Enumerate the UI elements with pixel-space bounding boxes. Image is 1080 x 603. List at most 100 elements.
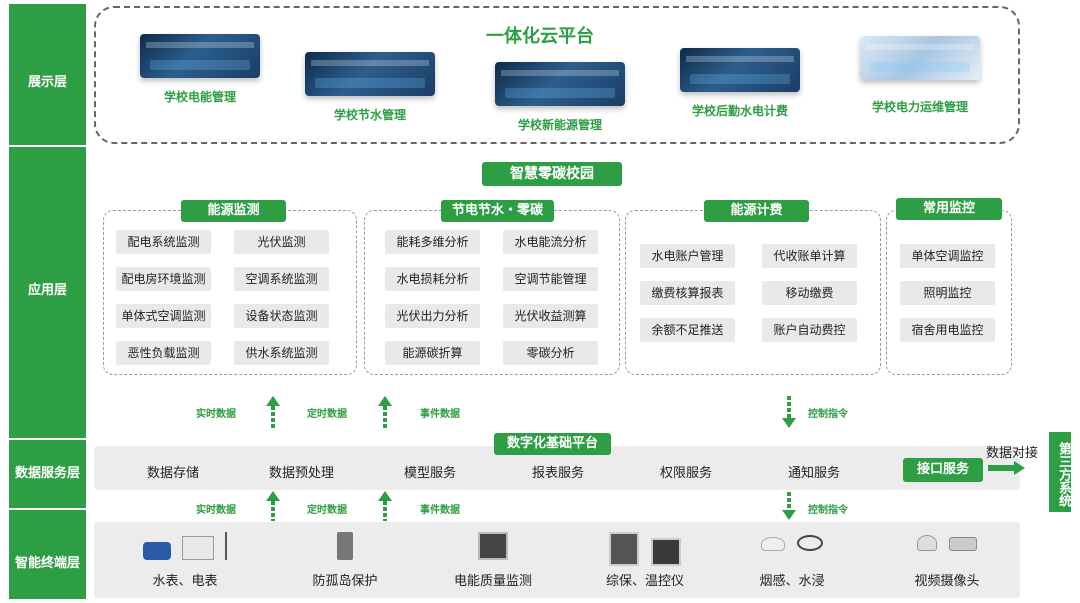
dashboard-screen-image [495, 62, 625, 106]
panel-title: 常用监控 [896, 198, 1002, 220]
arrow-shaft [271, 406, 275, 430]
terminal-item-label: 烟感、水浸 [759, 574, 825, 589]
terminal-bar [94, 522, 1020, 598]
arrow-shaft [271, 501, 275, 521]
function-cell: 零碳分析 [503, 341, 598, 365]
bullet-camera-icon [948, 537, 977, 551]
function-cell: 供水系统监测 [234, 341, 329, 365]
function-cell: 光伏出力分析 [385, 304, 480, 328]
function-cell: 空调系统监测 [234, 267, 329, 291]
layer-divider [9, 145, 86, 147]
function-cell: 恶性负载监测 [116, 341, 211, 365]
smoke-detector-icon [761, 537, 786, 551]
electric-meter-icon [182, 536, 214, 560]
terminal-item-label: 电能质量监测 [453, 574, 532, 589]
cloud-platform-title: 一体化云平台 [486, 26, 594, 47]
dashboard-screen-image [860, 36, 980, 80]
layer-bar: 展示层 应用层 数据服务层 智能终端层 [9, 4, 86, 599]
function-cell: 能耗多维分析 [385, 230, 480, 254]
down-arrow-icon [782, 510, 796, 520]
function-cell: 账户自动费控 [762, 318, 857, 342]
service-item: 通知服务 [788, 466, 841, 481]
terminal-item-label: 防孤岛保护 [312, 574, 378, 589]
water-meter-icon [142, 542, 171, 560]
layer-label-data-service: 数据服务层 [14, 466, 80, 481]
function-cell: 水电损耗分析 [385, 267, 480, 291]
layer-label-terminal: 智能终端层 [14, 556, 80, 571]
relay-protection-icon [609, 532, 640, 566]
up-arrow-icon [266, 491, 280, 501]
smart-campus-title: 智慧零碳校园 [482, 162, 622, 186]
display-item-label: 学校新能源管理 [517, 118, 602, 132]
function-cell: 代收账单计算 [762, 244, 857, 268]
service-item: 权限服务 [660, 466, 713, 481]
arrow-label-event: 事件数据 [420, 505, 460, 516]
service-item: 报表服务 [532, 466, 585, 481]
power-quality-meter-icon [478, 532, 508, 560]
arrow-label-control: 控制指令 [808, 505, 848, 516]
third-party-system: 第三方系统 [1049, 432, 1071, 512]
function-cell: 移动缴费 [762, 281, 857, 305]
arrow-shaft [787, 492, 791, 510]
panel-title: 能源计费 [704, 200, 809, 222]
down-arrow-icon [782, 418, 796, 428]
arrow-label-realtime: 实时数据 [196, 409, 236, 420]
function-cell: 光伏收益测算 [503, 304, 598, 328]
water-leak-sensor-icon [796, 535, 823, 551]
protection-device-icon [337, 532, 353, 560]
function-cell: 余额不足推送 [640, 318, 735, 342]
function-cell: 宿舍用电监控 [900, 318, 995, 342]
layer-label-display: 展示层 [27, 75, 67, 90]
display-layer-box [94, 6, 1020, 144]
terminal-item-label: 水表、电表 [152, 574, 218, 589]
antenna-icon [225, 532, 228, 560]
display-item-label: 学校电能管理 [163, 90, 236, 104]
function-cell: 照明监控 [900, 281, 995, 305]
arrow-label-control: 控制指令 [808, 409, 848, 420]
display-item-water: 学校节水管理 [285, 52, 455, 123]
arrow-shaft [383, 406, 387, 430]
display-item-new-energy: 学校新能源管理 [475, 62, 645, 133]
function-cell: 单体式空调监测 [116, 304, 211, 328]
arrow-label-scheduled: 定时数据 [307, 505, 347, 516]
up-arrow-icon [378, 491, 392, 501]
service-item: 数据预处理 [269, 466, 335, 481]
interface-service: 接口服务 [903, 458, 983, 482]
right-arrow-icon [1014, 461, 1025, 475]
arrow-label-event: 事件数据 [420, 409, 460, 420]
terminal-item-protection-thermostat: 综保、温控仪 [580, 532, 710, 589]
function-cell: 水电账户管理 [640, 244, 735, 268]
digital-platform-title: 数字化基础平台 [494, 433, 611, 455]
function-cell: 能源碳折算 [385, 341, 480, 365]
function-cell: 配电房环境监测 [116, 267, 211, 291]
function-cell: 单体空调监控 [900, 244, 995, 268]
display-item-electricity: 学校电能管理 [115, 34, 285, 105]
function-cell: 水电能流分析 [503, 230, 598, 254]
function-cell: 空调节能管理 [503, 267, 598, 291]
terminal-item-meters: 水表、电表 [120, 532, 250, 589]
up-arrow-icon [378, 396, 392, 406]
function-cell: 设备状态监测 [234, 304, 329, 328]
terminal-item-label: 综保、温控仪 [605, 574, 684, 589]
service-item: 数据存储 [147, 466, 200, 481]
dashboard-screen-image [140, 34, 260, 78]
dashboard-screen-image [680, 48, 800, 92]
display-item-label: 学校后勤水电计费 [691, 104, 788, 118]
thermostat-icon [650, 538, 681, 566]
arrow-shaft [787, 396, 791, 418]
terminal-item-camera: 视频摄像头 [882, 532, 1012, 589]
dome-camera-icon [917, 535, 938, 551]
arrow-label-scheduled: 定时数据 [307, 409, 347, 420]
arrow-label-realtime: 实时数据 [196, 505, 236, 516]
display-item-billing: 学校后勤水电计费 [655, 48, 825, 119]
arrow-shaft [383, 501, 387, 521]
function-cell: 光伏监测 [234, 230, 329, 254]
layer-divider [9, 508, 86, 510]
up-arrow-icon [266, 396, 280, 406]
panel-title: 能源监测 [181, 200, 286, 222]
service-item: 模型服务 [404, 466, 457, 481]
panel-title: 节电节水・零碳 [441, 200, 554, 222]
right-arrow-shaft [988, 465, 1014, 471]
display-item-power-ops: 学校电力运维管理 [835, 36, 1005, 115]
dashboard-screen-image [305, 52, 435, 96]
